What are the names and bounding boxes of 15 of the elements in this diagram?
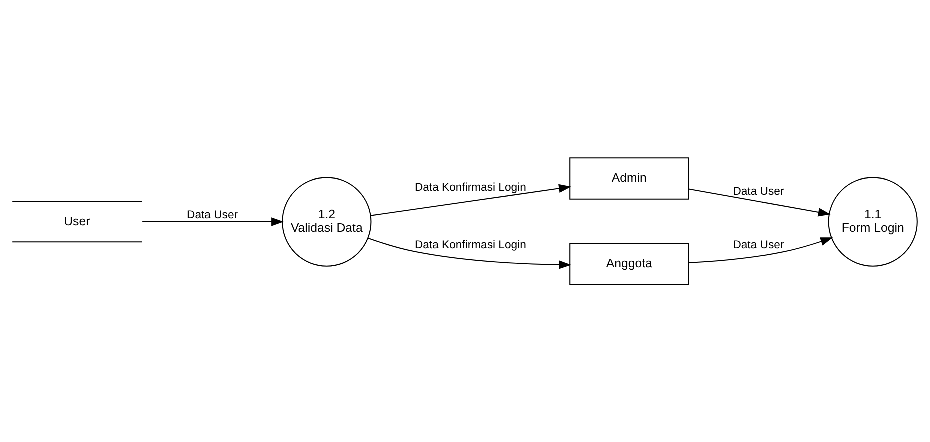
arrow — [368, 237, 572, 269]
edge-label: Data User — [187, 209, 238, 222]
node-circle: 1.1 Form Login — [828, 176, 918, 266]
edge-label: Data Konfirmasi Login — [414, 181, 526, 194]
edge-label: Data User — [733, 186, 784, 198]
arrow — [142, 217, 284, 226]
node-text: User — [64, 214, 90, 228]
edge-label: Data Konfirmasi Login — [414, 239, 526, 252]
arrow — [688, 237, 834, 264]
node-box: Anggota — [570, 242, 690, 285]
arrow — [688, 188, 831, 216]
edge-label: Data User — [733, 239, 784, 252]
node-box: Admin — [570, 157, 690, 200]
arrow — [370, 184, 572, 216]
node-circle: 1.2 Validasi Data — [282, 176, 372, 266]
